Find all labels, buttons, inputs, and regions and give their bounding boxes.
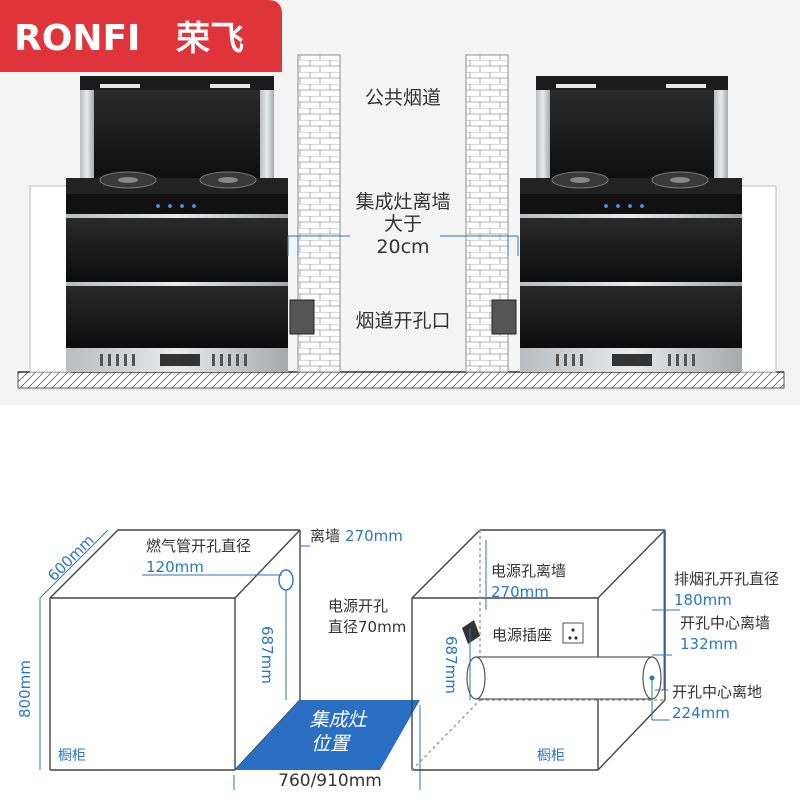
wall-distance-value: 270mm	[345, 527, 403, 545]
height-dim-label: 800mm	[16, 660, 34, 718]
right-integrated-stove	[520, 76, 742, 372]
gas-pipe-label: 燃气管开孔直径	[146, 537, 251, 555]
right-vertical-dim-label: 687mm	[442, 636, 460, 694]
right-side-cabinet	[739, 185, 777, 373]
center-wall-label: 开孔中心离墙	[680, 614, 770, 632]
distance-indicator-left	[287, 235, 350, 256]
floor	[17, 371, 785, 389]
label-wall-distance-2: 大于	[384, 213, 422, 235]
exhaust-label: 排烟孔开孔直径	[674, 570, 779, 588]
power-hole-wall-value: 270mm	[491, 583, 549, 601]
left-burner-1	[99, 171, 157, 189]
wall-distance-label: 离墙	[310, 527, 340, 545]
label-public-flue: 公共烟道	[365, 87, 441, 109]
power-hole-label-1: 电源开孔	[328, 597, 388, 615]
power-socket-label: 电源插座	[492, 626, 552, 644]
label-wall-distance-3: 20cm	[376, 236, 429, 258]
brand-logo: RONFI 荣飞	[0, 0, 282, 72]
distance-indicator-right	[440, 235, 519, 256]
left-integrated-stove	[66, 76, 288, 372]
exhaust-value: 180mm	[674, 591, 732, 609]
center-floor-label: 开孔中心离地	[672, 683, 762, 701]
gas-pipe-value: 120mm	[146, 558, 204, 576]
brand-cn: 荣飞	[176, 19, 244, 59]
power-socket-icon	[562, 622, 584, 644]
right-burner-2	[651, 171, 709, 189]
right-cabinet-label: 橱柜	[537, 748, 565, 764]
flue-opening-left	[289, 299, 315, 335]
stove-position-label-1: 集成灶	[309, 709, 368, 731]
right-burner-1	[551, 171, 609, 189]
gas-pipe-dimensions	[142, 545, 310, 700]
power-hole-label-2: 直径70mm	[328, 618, 406, 636]
left-burner-2	[199, 171, 257, 189]
center-wall-value: 132mm	[680, 635, 738, 653]
right-cabinet-box	[411, 529, 666, 771]
label-flue-opening: 烟道开孔口	[355, 310, 450, 332]
stove-position-label-2: 位置	[311, 733, 351, 755]
left-cabinet-label: 橱柜	[58, 748, 86, 764]
left-outer-dimensions	[39, 529, 421, 790]
right-dimensions	[469, 530, 680, 721]
brand-name: RONFI	[14, 18, 140, 59]
gas-pipe-hole-icon	[278, 569, 294, 591]
label-wall-distance-1: 集成灶离墙	[355, 191, 450, 213]
left-vertical-dim-label: 687mm	[258, 626, 276, 684]
center-floor-value: 224mm	[672, 704, 730, 722]
left-side-cabinet	[29, 185, 71, 373]
stove-position-area	[235, 700, 420, 770]
flue-opening-right	[491, 299, 517, 335]
width-dim-label: 760/910mm	[278, 771, 382, 791]
power-hole-icon	[462, 620, 480, 644]
power-hole-wall-label: 电源孔离墙	[491, 562, 566, 580]
exhaust-pipe	[466, 656, 662, 700]
